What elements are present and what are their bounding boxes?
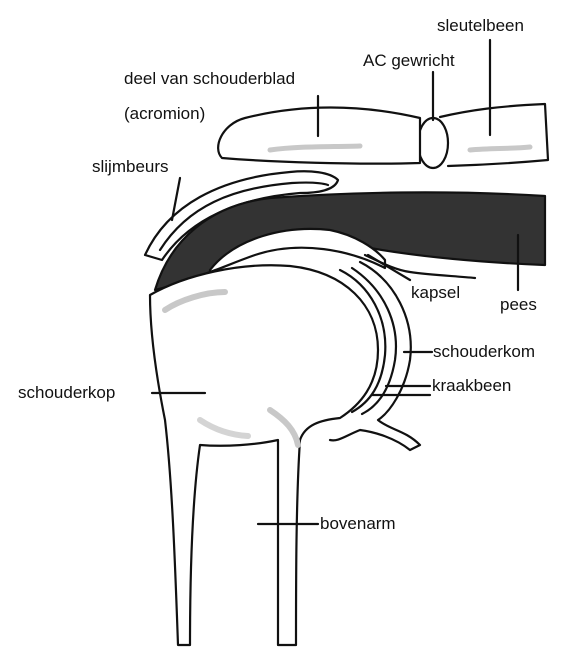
humerus-outline	[150, 265, 378, 645]
label-bovenarm: bovenarm	[320, 515, 396, 532]
label-ac-gewricht: AC gewricht	[363, 52, 455, 69]
label-kapsel: kapsel	[411, 284, 460, 301]
label-slijmbeurs: slijmbeurs	[92, 158, 169, 175]
label-pees: pees	[500, 296, 537, 313]
label-kraakbeen: kraakbeen	[432, 377, 511, 394]
label-schouderkom: schouderkom	[433, 343, 535, 360]
ac-joint	[418, 118, 448, 168]
label-schouderkop: schouderkop	[18, 384, 115, 401]
label-deel-schouderblad: deel van schouderblad	[124, 70, 295, 87]
label-sleutelbeen: sleutelbeen	[437, 17, 524, 34]
label-acromion: (acromion)	[124, 105, 205, 122]
clavicle-shading	[470, 147, 530, 150]
clavicle-bone	[440, 104, 548, 166]
